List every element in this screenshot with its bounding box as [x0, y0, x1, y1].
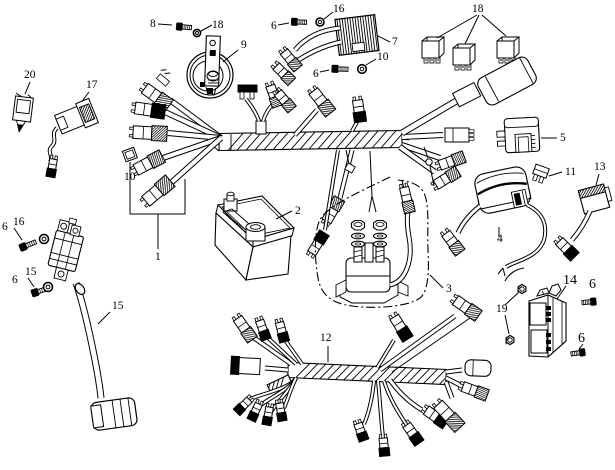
- svg-text:9: 9: [241, 39, 247, 51]
- svg-text:12: 12: [320, 332, 332, 344]
- svg-text:5: 5: [560, 132, 566, 144]
- svg-text:3: 3: [446, 283, 452, 295]
- svg-text:6: 6: [589, 277, 596, 292]
- svg-text:2: 2: [295, 205, 301, 217]
- svg-text:8: 8: [150, 18, 156, 30]
- svg-text:16: 16: [333, 3, 345, 15]
- svg-text:20: 20: [24, 69, 36, 81]
- svg-text:6: 6: [271, 20, 277, 32]
- svg-text:6: 6: [578, 331, 585, 346]
- svg-text:11: 11: [565, 166, 576, 178]
- svg-text:10: 10: [377, 51, 389, 63]
- svg-text:18: 18: [472, 3, 484, 15]
- svg-text:15: 15: [25, 266, 37, 278]
- svg-text:6: 6: [12, 274, 18, 286]
- svg-text:14: 14: [563, 273, 577, 288]
- svg-text:15: 15: [112, 300, 124, 312]
- svg-text:7: 7: [392, 36, 398, 48]
- svg-text:18: 18: [212, 19, 224, 31]
- svg-text:6: 6: [313, 68, 319, 80]
- svg-text:1: 1: [155, 251, 161, 263]
- svg-text:13: 13: [594, 161, 606, 173]
- svg-text:19: 19: [496, 303, 508, 315]
- svg-text:6: 6: [2, 221, 8, 233]
- svg-text:16: 16: [13, 216, 25, 228]
- svg-text:17: 17: [86, 79, 98, 91]
- svg-text:4: 4: [497, 233, 503, 245]
